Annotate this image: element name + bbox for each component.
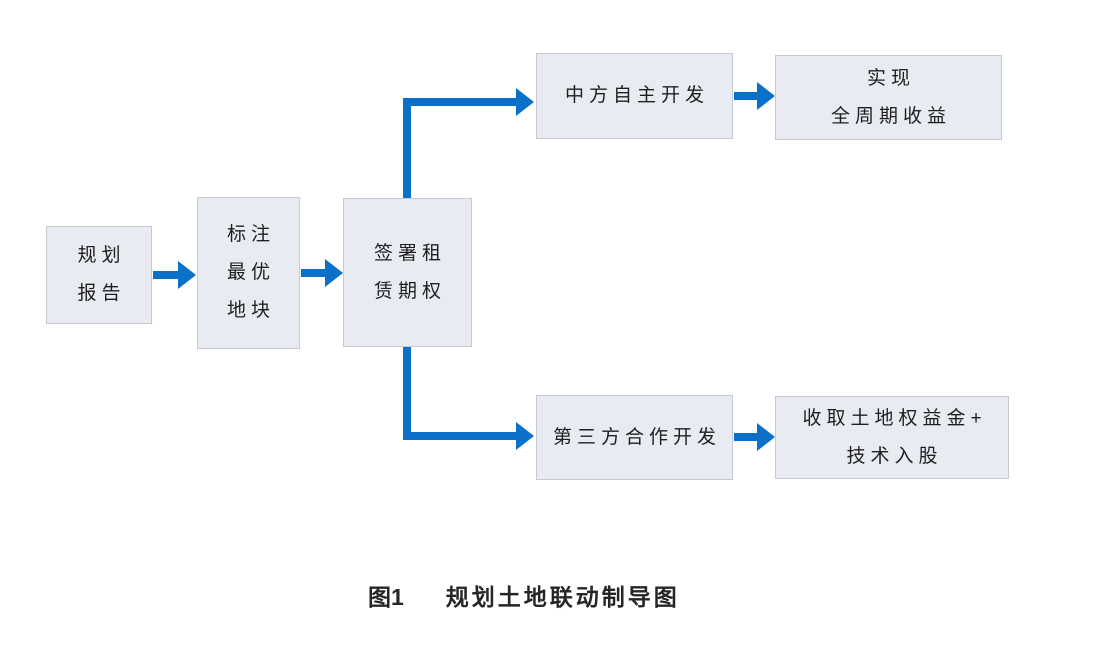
node-land-royalty-plus-equity: 收取土地权益金+ 技术入股	[775, 396, 1009, 479]
node-label-line: 报告	[77, 283, 126, 304]
node-label-line: 地块	[226, 300, 275, 321]
connector-down-horizontal	[403, 432, 516, 440]
arrow-shaft	[301, 269, 327, 277]
node-label-line: 实现	[866, 67, 915, 89]
node-label-line: 第三方合作开发	[552, 426, 721, 448]
figure-caption-title: 规划土地联动制导图	[445, 584, 680, 610]
arrow-right-icon	[325, 259, 343, 287]
arrow-right-icon	[516, 422, 534, 450]
node-label-line: 收取土地权益金+	[802, 407, 987, 429]
figure-caption: 图1 规划土地联动制导图	[368, 578, 680, 612]
node-sign-lease-option: 签署租 赁期权	[343, 198, 472, 347]
node-label-line: 赁期权	[373, 280, 446, 302]
node-planning-report: 规划 报告	[46, 226, 152, 324]
node-label-line: 全周期收益	[830, 105, 951, 127]
node-label-line: 中方自主开发	[564, 85, 709, 106]
node-label-line: 标注	[226, 224, 275, 245]
node-china-self-development: 中方自主开发	[536, 53, 733, 139]
arrow-right-icon	[757, 82, 775, 110]
node-label-line: 最优	[226, 262, 275, 283]
arrow-right-icon	[178, 261, 196, 289]
arrow-right-icon	[757, 423, 775, 451]
arrow-right-icon	[516, 88, 534, 116]
node-full-cycle-returns: 实现 全周期收益	[775, 55, 1002, 140]
connector-up-vertical	[403, 98, 411, 198]
arrow-planning-to-mark	[153, 260, 196, 290]
arrow-shaft	[734, 433, 759, 441]
arrow-thirdparty-to-royalty	[734, 422, 775, 452]
node-mark-optimal-plot: 标注 最优 地块	[197, 197, 300, 349]
arrow-china-to-fullcycle	[734, 81, 775, 111]
node-third-party-codevelopment: 第三方合作开发	[536, 395, 733, 480]
connector-down-vertical	[403, 347, 411, 440]
arrow-shaft	[734, 92, 759, 100]
arrow-mark-to-lease	[301, 258, 343, 288]
node-label-line: 规划	[77, 245, 126, 266]
node-label-line: 技术入股	[846, 445, 943, 467]
connector-up-horizontal	[403, 98, 516, 106]
arrow-shaft	[153, 271, 180, 279]
node-label-line: 签署租	[373, 242, 446, 264]
figure-caption-number: 图1	[368, 584, 404, 610]
